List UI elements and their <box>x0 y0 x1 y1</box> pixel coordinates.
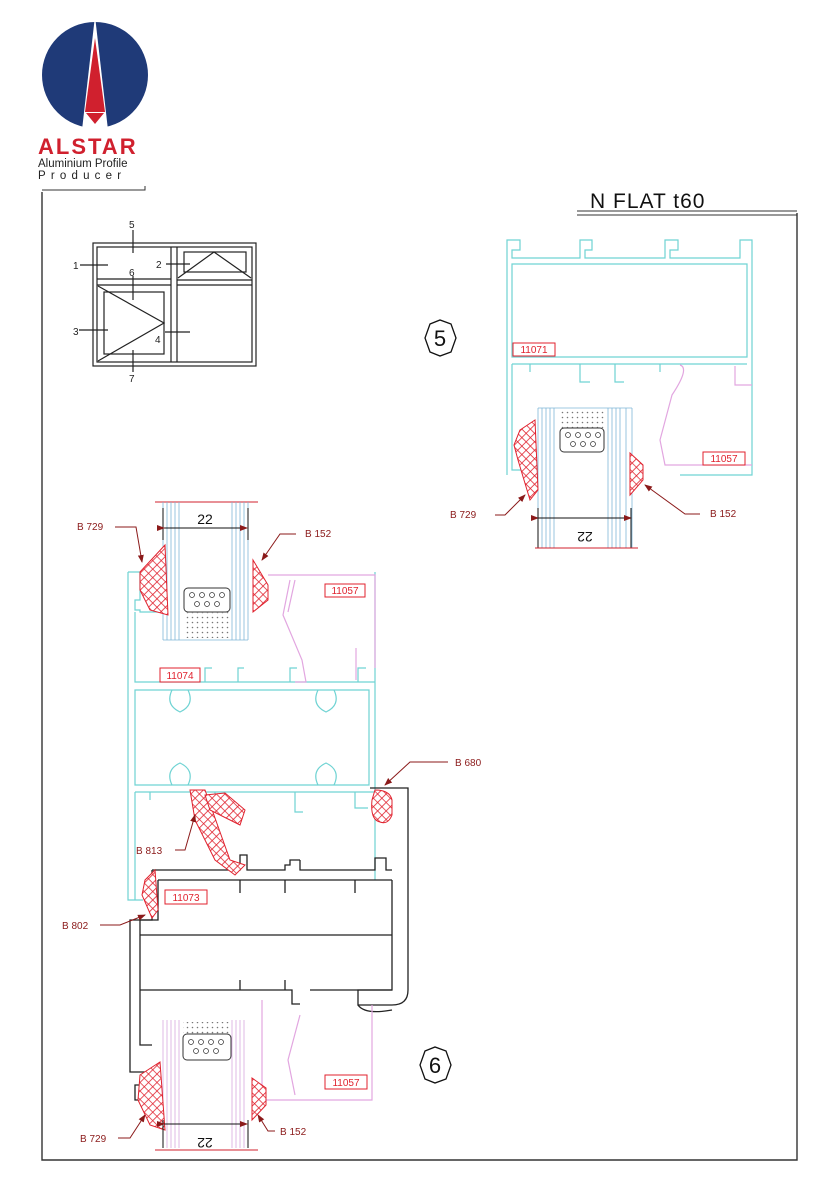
gasket-label-b680: B 680 <box>455 758 482 769</box>
key-label-7: 7 <box>129 374 135 385</box>
profile-label-11057: 11057 <box>710 454 738 465</box>
gasket-label-b729-bottom: B 729 <box>80 1134 107 1145</box>
gasket-label-b802: B 802 <box>62 921 89 932</box>
detail-6-marker-label: 6 <box>429 1053 441 1078</box>
gasket-b729-top-shape <box>139 543 169 616</box>
detail-5-glass-dimension: 22 <box>577 529 593 545</box>
gasket-b729-shape <box>513 419 539 502</box>
gasket-label-b729-top: B 729 <box>77 522 104 533</box>
profile-11073-shape <box>129 787 409 1101</box>
detail-6-glass-dimension-bottom: 22 <box>197 1135 213 1151</box>
window-key-diagram <box>79 230 257 372</box>
profile-11071-shape <box>506 239 753 476</box>
brand-tagline-1: Aluminium Profile <box>38 158 128 170</box>
key-label-3: 3 <box>73 327 79 338</box>
key-label-2: 2 <box>156 260 162 271</box>
gasket-label-b152-bottom: B 152 <box>280 1127 307 1138</box>
sheet-border <box>41 186 798 1161</box>
gasket-b729-bottom-shape <box>137 1061 166 1131</box>
glass-unit-bottom <box>162 1020 245 1148</box>
brand-tagline-2: Producer <box>38 170 127 182</box>
gasket-label-b729: B 729 <box>450 510 477 521</box>
detail-6: 22 <box>62 501 482 1151</box>
profile-label-11073: 11073 <box>172 893 200 904</box>
profile-label-11057-top: 11057 <box>331 586 359 597</box>
profile-11057-shape-bottom <box>261 1000 373 1101</box>
key-labels: 5 1 6 2 3 4 7 <box>73 220 162 385</box>
key-label-6: 6 <box>129 268 135 279</box>
drawing-title: N FLAT t60 <box>590 190 706 213</box>
detail-5-marker-label: 5 <box>434 326 446 351</box>
key-label-1: 1 <box>73 261 79 272</box>
brand-block: ALSTAR Aluminium Profile Producer <box>38 134 148 183</box>
brand-name: ALSTAR <box>38 134 138 159</box>
gasket-b152-shape <box>629 451 644 497</box>
gasket-b152-bottom-shape <box>251 1077 267 1122</box>
gasket-b152-top-shape <box>252 558 269 614</box>
profile-label-11074: 11074 <box>166 671 194 682</box>
detail-6-glass-dimension-top: 22 <box>197 511 213 527</box>
gasket-b802-shape <box>141 868 159 919</box>
glass-unit <box>537 407 633 548</box>
detail-5-marker <box>424 319 457 357</box>
gasket-label-b152: B 152 <box>710 509 737 520</box>
key-label-5: 5 <box>129 220 135 231</box>
gasket-b680-shape <box>371 789 393 824</box>
spacer-bar <box>559 427 605 453</box>
profile-11057-shape-top <box>268 574 376 683</box>
gasket-label-b813: B 813 <box>136 846 163 857</box>
key-label-4: 4 <box>155 335 161 346</box>
profile-11074-shape <box>127 571 376 901</box>
detail-6-marker <box>419 1046 452 1084</box>
alstar-logo <box>42 16 148 130</box>
gasket-label-b152-top: B 152 <box>305 529 332 540</box>
detail-5: 5 22 11071 11057 <box>424 239 753 549</box>
profile-label-11057-bottom: 11057 <box>332 1078 360 1089</box>
profile-11057-shape <box>659 364 752 466</box>
profile-label-11071: 11071 <box>520 345 548 356</box>
